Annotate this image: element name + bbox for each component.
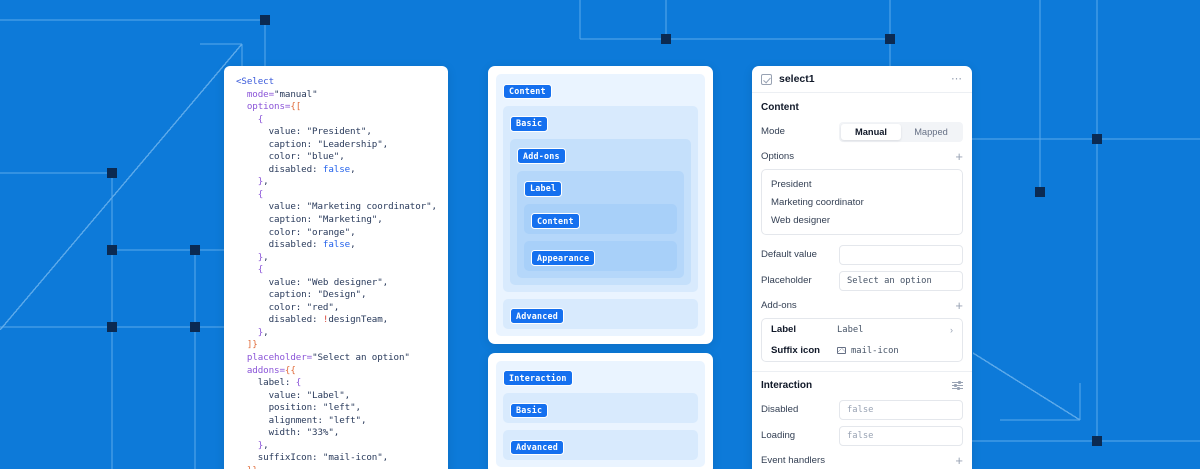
disabled-input[interactable]: false: [839, 399, 963, 420]
content-section-title: Content: [761, 102, 799, 113]
addon-row-suffix-icon[interactable]: Suffix icon mail-icon: [762, 340, 962, 361]
checkbox-checked-icon[interactable]: [761, 73, 772, 85]
add-event-handler-plus-icon[interactable]: +: [955, 453, 963, 468]
tree-badge: Label: [524, 180, 563, 197]
disabled-row: Disabled false: [761, 399, 963, 420]
code-block: <Select mode="manual" options={[ { value…: [236, 76, 437, 469]
tree-box-advanced[interactable]: Advanced: [503, 430, 698, 461]
tree-badge: Advanced: [510, 308, 564, 325]
disabled-label: Disabled: [761, 404, 799, 415]
tree-badge: Interaction: [503, 370, 573, 387]
inspector-header: select1 ⋯: [752, 66, 972, 93]
addon-row-label[interactable]: Label Label ›: [762, 319, 962, 340]
addon-label-value: Label: [837, 324, 864, 335]
sliders-icon[interactable]: [952, 380, 963, 391]
option-list-item[interactable]: President: [771, 178, 812, 190]
interaction-title-text: Interaction: [761, 380, 813, 391]
chevron-right-icon[interactable]: ›: [950, 324, 953, 335]
more-options-icon[interactable]: ⋯: [951, 72, 963, 85]
inspector-body: Content Mode Manual Mapped Options + Pre…: [752, 93, 972, 469]
addons-list: Label Label › Suffix icon mail-icon: [761, 318, 963, 362]
component-name-label: select1: [779, 73, 815, 85]
placeholder-input[interactable]: Select an option: [839, 270, 963, 291]
add-option-plus-icon[interactable]: +: [955, 149, 963, 164]
code-snippet-panel: <Select mode="manual" options={[ { value…: [224, 66, 448, 469]
tree-badge: Appearance: [531, 250, 596, 267]
loading-row: Loading false: [761, 425, 963, 446]
addon-suffix-value-wrap: mail-icon: [837, 346, 953, 356]
mode-label: Mode: [761, 126, 785, 137]
placeholder-row: Placeholder Select an option: [761, 270, 963, 291]
inspector-panel: select1 ⋯ Content Mode Manual Mapped Opt…: [752, 66, 972, 469]
default-value-input[interactable]: [839, 244, 963, 265]
mode-option-manual[interactable]: Manual: [841, 123, 901, 140]
addons-label: Add-ons: [761, 300, 797, 311]
add-addon-plus-icon[interactable]: +: [955, 298, 963, 313]
tree-badge: Basic: [510, 115, 549, 132]
options-field-header: Options +: [761, 150, 963, 163]
default-value-label: Default value: [761, 249, 817, 260]
mode-option-mapped[interactable]: Mapped: [914, 126, 948, 137]
addons-field-header: Add-ons +: [761, 299, 963, 312]
option-list-item[interactable]: Web designer: [771, 214, 831, 226]
options-label: Options: [761, 151, 795, 162]
mode-segmented-control[interactable]: Manual Mapped: [839, 121, 963, 142]
loading-input[interactable]: false: [839, 425, 963, 446]
addon-suffix-key: Suffix icon: [771, 345, 821, 356]
tree-badge: Content: [531, 213, 580, 230]
placeholder-label: Placeholder: [761, 275, 812, 286]
tree-badge: Advanced: [510, 439, 564, 456]
tree-badge: Content: [503, 83, 552, 100]
tree-box-appearance[interactable]: Appearance: [524, 240, 677, 271]
addon-suffix-value: mail-icon: [851, 345, 899, 356]
mode-field-row: Mode Manual Mapped: [761, 121, 963, 142]
tree-box-content[interactable]: Content: [524, 203, 677, 234]
mail-icon: [837, 347, 846, 354]
interaction-section-title: Interaction: [761, 380, 963, 391]
loading-label: Loading: [761, 430, 796, 441]
tree-badge: Add-ons: [517, 148, 566, 165]
option-list-item[interactable]: Marketing coordinator: [771, 196, 864, 208]
tree-box-advanced[interactable]: Advanced: [503, 298, 698, 329]
event-handlers-label: Event handlers: [761, 455, 825, 466]
section-divider: [752, 371, 972, 372]
tree-badge: Basic: [510, 402, 549, 419]
addon-label-key: Label: [771, 324, 797, 335]
tree-box-basic[interactable]: Basic: [503, 393, 698, 424]
event-handlers-header: Event handlers +: [761, 454, 963, 467]
default-value-row: Default value: [761, 244, 963, 265]
